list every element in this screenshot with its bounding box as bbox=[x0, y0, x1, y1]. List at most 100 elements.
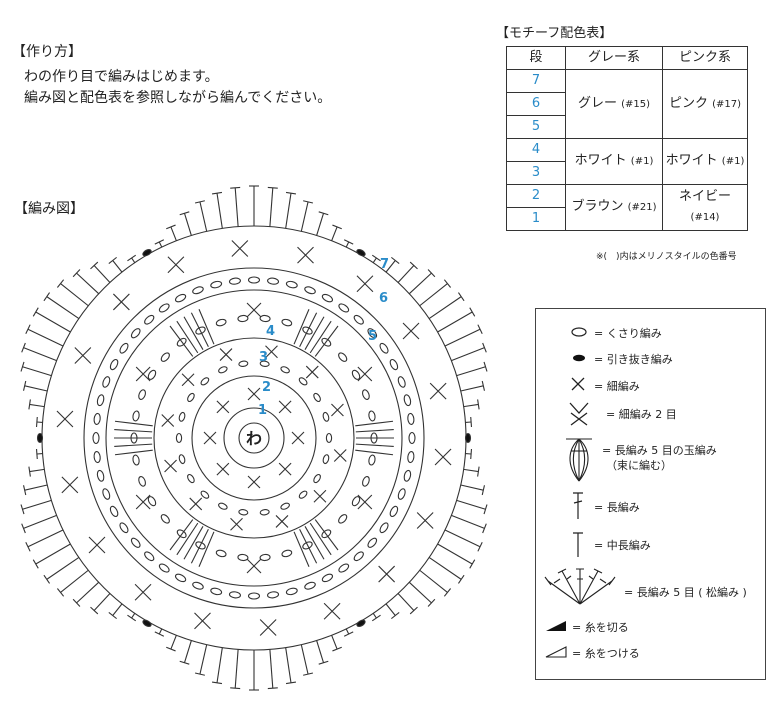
double-crochet-mark bbox=[216, 647, 223, 683]
puff-stitch-mark bbox=[190, 528, 209, 564]
chain-stitch bbox=[353, 551, 364, 562]
double-crochet-mark bbox=[199, 644, 208, 675]
stitch-top-bar bbox=[166, 224, 176, 230]
round-number: 5 bbox=[506, 115, 566, 139]
double-crochet-mark bbox=[131, 257, 136, 264]
chain-stitch bbox=[158, 303, 170, 313]
stitch-top-bar bbox=[477, 324, 483, 334]
chain-stitch bbox=[321, 573, 334, 583]
double-crochet-mark bbox=[29, 468, 45, 473]
double-crochet-mark bbox=[76, 272, 100, 295]
symbol-legend: = くさり編み = 引き抜き編み = 細編み = 細編み 2 目 = 長編み 5… bbox=[535, 308, 766, 680]
puff-stitch-mark bbox=[355, 420, 394, 427]
double-crochet-mark bbox=[35, 311, 71, 333]
puff-stitch-mark bbox=[114, 443, 153, 447]
chain-stitch bbox=[247, 276, 261, 284]
chain-stitch bbox=[397, 376, 406, 388]
gray-color-cell: ホワイト (#1) bbox=[565, 138, 663, 185]
chain-stitch bbox=[102, 376, 111, 388]
stitch-top-bar bbox=[303, 200, 314, 204]
stitch-top-bar bbox=[72, 598, 81, 607]
chain-stitch bbox=[259, 314, 271, 323]
stitch-top-bar bbox=[469, 559, 476, 569]
puff-stitch-mark bbox=[314, 325, 339, 357]
single-crochet-mark bbox=[323, 602, 341, 620]
double-crochet-mark bbox=[183, 213, 192, 236]
legend-chain: = くさり編み bbox=[594, 327, 662, 340]
round-number-6: 6 bbox=[379, 291, 388, 306]
double-crochet-mark bbox=[331, 226, 338, 241]
chain-stitch bbox=[147, 496, 157, 507]
stitch-top-bar bbox=[194, 200, 205, 204]
stitch-top-bar bbox=[482, 342, 487, 353]
chain-stitch bbox=[304, 286, 316, 295]
chain-stitch bbox=[379, 342, 389, 354]
chain-stitch bbox=[237, 314, 249, 323]
chain-stitch bbox=[389, 505, 399, 518]
chain-stitch bbox=[178, 454, 186, 465]
chain-stitch bbox=[215, 318, 227, 327]
double-crochet-mark bbox=[183, 640, 192, 663]
puff-stitch-mark bbox=[183, 316, 204, 350]
stitch-top-bar bbox=[343, 239, 354, 245]
stitch-top-bar bbox=[371, 254, 381, 262]
single-crochet-mark bbox=[357, 494, 373, 510]
chain-stitch bbox=[322, 411, 330, 422]
double-crochet-mark bbox=[456, 499, 486, 510]
single-crochet-mark bbox=[74, 347, 92, 364]
chain-stitch bbox=[368, 454, 376, 466]
chain-stitch bbox=[218, 502, 228, 510]
chain-stitch bbox=[96, 469, 105, 482]
double-crochet-mark bbox=[23, 514, 57, 529]
double-crochet-mark bbox=[460, 385, 484, 392]
chain-stitch bbox=[96, 394, 105, 407]
single-crochet-mark bbox=[112, 293, 130, 311]
puff-stitch-mark bbox=[198, 309, 215, 345]
single-crochet-mark bbox=[247, 387, 261, 401]
stitch-top-bar bbox=[56, 279, 65, 288]
gray-color-cell: グレー (#15) bbox=[565, 69, 663, 139]
puff-stitch-mark bbox=[114, 420, 153, 427]
puff-stitch-mark bbox=[355, 449, 394, 456]
single-crochet-mark bbox=[416, 512, 434, 529]
chain-stitch bbox=[187, 392, 195, 403]
double-crochet-mark bbox=[397, 593, 415, 611]
chain-stitch bbox=[132, 454, 140, 466]
slip-stitch-icon bbox=[573, 354, 585, 362]
single-crochet-mark bbox=[402, 322, 420, 340]
instruction-line-2: 編み図と配色表を参照しながら編んでください。 bbox=[24, 90, 332, 106]
double-crochet-mark bbox=[22, 499, 52, 510]
chain-stitch bbox=[130, 537, 141, 548]
single-crochet-mark bbox=[331, 403, 344, 417]
double-crochet-mark bbox=[444, 529, 481, 548]
double-crochet-mark bbox=[60, 283, 89, 307]
puff-stitch-mark bbox=[183, 526, 204, 560]
chain-stitch bbox=[367, 537, 378, 548]
double-crochet-mark bbox=[35, 543, 71, 565]
stitch-top-bar bbox=[391, 256, 400, 265]
stitch-top-bar bbox=[127, 614, 137, 622]
stitch-top-bar bbox=[154, 631, 165, 637]
single-crochet-mark bbox=[265, 345, 278, 359]
round-number-2: 2 bbox=[262, 380, 271, 395]
chain-stitch bbox=[353, 314, 364, 325]
double-crochet-mark bbox=[463, 468, 479, 473]
legend-slip: = 引き抜き編み bbox=[594, 353, 673, 366]
pink-color-cell: ピンク (#17) bbox=[662, 69, 748, 139]
stitch-top-bar bbox=[409, 261, 418, 270]
puff-stitch-mark bbox=[309, 522, 332, 556]
chain-stitch bbox=[210, 280, 223, 289]
double-crochet-mark bbox=[460, 484, 484, 491]
double-crochet-mark bbox=[372, 257, 377, 264]
instruction-line-1: わの作り目で編みはじめます。 bbox=[24, 69, 219, 85]
stitch-top-bar bbox=[371, 614, 381, 622]
stitch-top-bar bbox=[267, 186, 278, 189]
chain-stitch bbox=[238, 360, 249, 367]
shell-stitch-icon bbox=[544, 568, 616, 605]
single-crochet-mark bbox=[167, 256, 185, 274]
chain-stitch bbox=[158, 563, 170, 573]
single-crochet-mark bbox=[164, 459, 177, 473]
double-crochet-mark bbox=[269, 187, 274, 227]
stitch-top-bar bbox=[470, 448, 473, 460]
single-crochet-mark bbox=[203, 431, 217, 445]
